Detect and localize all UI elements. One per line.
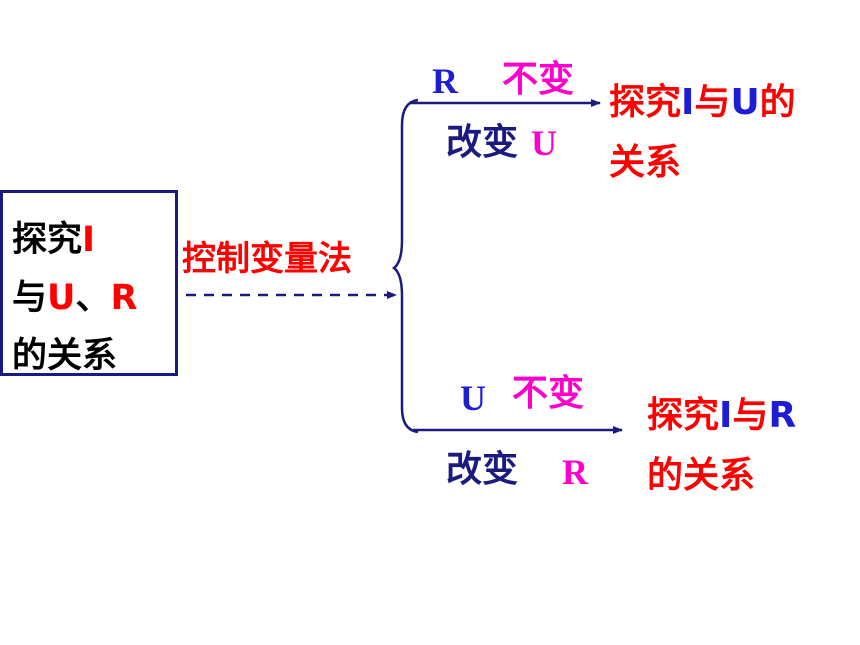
source-box-separator: 、	[75, 278, 111, 318]
top-changed-var: U	[531, 123, 557, 163]
source-var-r: R	[110, 278, 138, 318]
bottom-result-line-2: 的关系	[647, 455, 756, 496]
source-box-line-2: 与U、R	[12, 269, 137, 320]
source-box-text: 的关系	[12, 336, 118, 376]
top-changed-label: 改变	[446, 122, 519, 163]
bottom-changed-var: R	[562, 452, 588, 492]
top-result-line-1: 探究I与U的	[609, 85, 796, 121]
bottom-changed-label: 改变	[446, 449, 519, 490]
top-result-line-2: 关系	[609, 142, 682, 183]
curly-brace	[391, 98, 419, 434]
source-box-text: 探究	[12, 220, 83, 260]
top-result-text: 的	[759, 82, 796, 123]
source-var-u: U	[47, 278, 76, 318]
source-box-text: 与	[12, 278, 48, 318]
source-box-line-3: 的关系	[12, 327, 117, 378]
top-fixed-label: 不变	[502, 59, 575, 100]
method-label: 控制变量法	[182, 239, 352, 279]
bottom-result-text: 与	[732, 395, 769, 436]
bottom-result-var-i: I	[719, 395, 733, 436]
top-result-text: 与	[694, 82, 731, 123]
bottom-result-text: 探究	[647, 395, 720, 436]
source-var-i: I	[82, 220, 96, 260]
bottom-fixed-var: U	[460, 378, 486, 418]
top-result-text: 探究	[609, 82, 682, 123]
bottom-result-var-r: R	[768, 395, 797, 436]
top-fixed-var: R	[432, 61, 458, 101]
source-box-line-1: 探究I	[12, 211, 95, 262]
bottom-result-line-1: 探究I与R	[647, 398, 796, 434]
source-box: 探究I 与U、R 的关系	[0, 190, 178, 376]
top-result-var-i: I	[681, 82, 695, 123]
bottom-fixed-label: 不变	[512, 373, 585, 414]
top-result-var-u: U	[730, 82, 760, 123]
